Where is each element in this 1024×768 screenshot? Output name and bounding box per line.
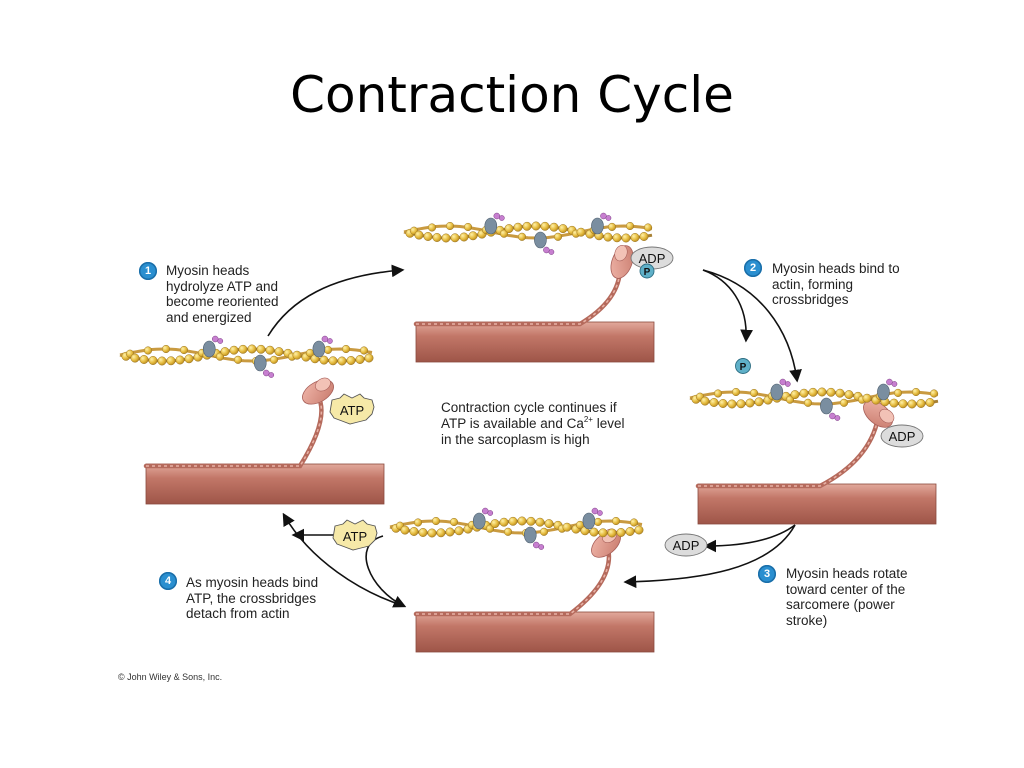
step-1-label: Myosin heads hydrolyze ATP and become re… (166, 263, 279, 325)
myosin-tail (695, 415, 881, 489)
tropomyosin-complex (591, 217, 604, 235)
step-2-line: crossbridges (772, 292, 849, 307)
step-1-line: Myosin heads (166, 263, 250, 278)
center-note-line-2-post: level (592, 416, 625, 431)
arrow-step3-to-4 (623, 524, 796, 589)
tropomyosin-complex (582, 512, 596, 530)
center-note-line-2: ATP is available and Ca2+ level (441, 416, 624, 432)
arrow-step2-to-phosphate (702, 269, 753, 343)
step-2-label: Myosin heads bind to actin, forming cros… (772, 261, 900, 308)
copyright-notice: © John Wiley & Sons, Inc. (118, 672, 223, 682)
thick-filament (415, 321, 655, 363)
step-2-badge: 2 (744, 259, 762, 277)
tropomyosin-complex (523, 526, 537, 544)
adp-ellipse-3: ADP (664, 533, 708, 557)
adp-label-2: ADP (889, 429, 916, 444)
myosin-head (302, 377, 334, 405)
step-1-line: hydrolyze ATP and (166, 278, 279, 294)
myosin-tail-twist (146, 395, 323, 467)
myosin-tail (413, 545, 612, 617)
atp-label-2: ATP (343, 529, 367, 544)
phosphate-2: P (735, 358, 751, 374)
tropomyosin-complex (484, 217, 498, 235)
step-3-line: Myosin heads rotate (786, 566, 908, 581)
thick-filament (697, 483, 937, 525)
panel-step-3 (689, 378, 939, 525)
myosin-tail (143, 393, 324, 469)
arrow-step1-to-2 (267, 264, 405, 337)
step-2-line: Myosin heads bind to (772, 261, 900, 276)
panel-step-1 (119, 335, 385, 505)
myosin-tail (413, 265, 623, 327)
step-4-label: As myosin heads bind ATP, the crossbridg… (186, 575, 318, 622)
center-note-line-1: Contraction cycle continues if (441, 400, 617, 415)
tropomyosin-complex (770, 383, 784, 401)
molecules: ATP ATP ADP P P ADP ADP (329, 246, 924, 557)
step-4-badge: 4 (159, 572, 177, 590)
center-note-line-2-pre: ATP is available and Ca (441, 416, 584, 431)
phosphate-1: P (639, 263, 655, 279)
myosin-head (610, 245, 634, 279)
arrow-step4-to-atp (365, 535, 407, 608)
phosphate-label-1: P (644, 267, 651, 278)
adp-ellipse-1: ADP (630, 246, 674, 270)
tropomyosin-complex (253, 354, 267, 372)
step-4-line: detach from actin (186, 606, 290, 621)
calcium-charge: 2+ (583, 415, 593, 424)
step-1-line: and energized (166, 309, 252, 325)
slide-title: Contraction Cycle (290, 66, 734, 124)
center-note: Contraction cycle continues if ATP is av… (441, 400, 624, 448)
atp-burst-1: ATP (329, 393, 375, 425)
adp-ellipse-2: ADP (880, 424, 924, 448)
phosphate-label-2: P (740, 362, 747, 373)
actin-filament (389, 507, 644, 550)
tropomyosin-complex (534, 231, 547, 249)
step-4-line: As myosin heads bind (186, 575, 319, 590)
step-3-label: Myosin heads rotate toward center of the… (786, 566, 908, 628)
step-4-line: ATP, the crossbridges (186, 590, 317, 606)
actin-filament (689, 378, 939, 421)
step-1-badge: 1 (139, 262, 157, 280)
cycle-arrows (267, 264, 802, 608)
arrow-step2-to-3 (702, 269, 802, 383)
step-2-line: actin, forming (772, 276, 854, 292)
thick-filament (415, 611, 655, 653)
actin-filament (119, 335, 374, 378)
adp-label-1: ADP (639, 251, 666, 266)
tropomyosin-complex (820, 397, 833, 415)
thick-filament (145, 463, 385, 505)
tropomyosin-complex (202, 340, 216, 358)
arrow-step3-to-adp (703, 524, 796, 553)
atp-burst-2: ATP (332, 519, 378, 551)
myosin-head (863, 400, 895, 428)
adp-label-3: ADP (673, 538, 700, 553)
step-3-badge: 3 (758, 565, 776, 583)
step-3-line: stroke) (786, 612, 828, 628)
panel-step-4 (389, 507, 655, 653)
step-3-line: sarcomere (power (786, 597, 895, 612)
actin-filament (403, 212, 653, 255)
step-3-line: toward center of the (786, 581, 906, 597)
panel-step-2 (403, 212, 655, 363)
step-1-line: become reoriented (166, 294, 279, 309)
tropomyosin-complex (472, 512, 486, 530)
atp-label-1: ATP (340, 403, 364, 418)
center-note-line-3: in the sarcoplasm is high (441, 432, 590, 447)
tropomyosin-complex (312, 340, 326, 358)
tropomyosin-complex (877, 383, 890, 401)
myosin-tail-twist (698, 417, 879, 487)
